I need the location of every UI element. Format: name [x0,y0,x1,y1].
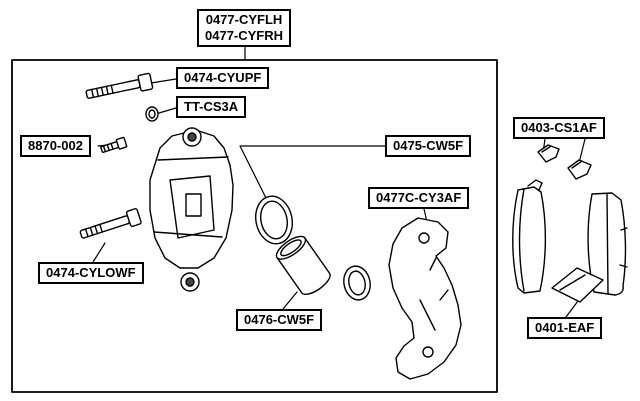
part-label-pad-kit: 0401-EAF [527,317,603,339]
part-label-assembly: 0477-CYFLH 0477-CYFRH [197,9,292,47]
assembly-label-line1: 0477-CYFLH [205,12,283,27]
bushing-drawing [145,106,159,122]
piston-seal-drawing [254,195,294,245]
part-label-bushing: TT-CS3A [176,96,247,118]
pad-clip-drawing [537,144,592,180]
part-label-piston-seal: 0475-CW5F [385,135,472,157]
lower-guide-pin-drawing [79,208,142,239]
bleeder-screw-drawing [100,136,128,154]
part-label-caliper-bracket: 0477C-CY3AF [368,187,470,209]
piston-boot-drawing [343,265,371,301]
diagram-border [11,59,498,393]
caliper-body-drawing [149,127,234,292]
part-label-bleeder: 8870-002 [20,135,91,157]
piston-drawing [275,235,331,296]
brake-pad-right-drawing [587,192,628,296]
part-label-upper-guide-pin: 0474-CYUPF [176,67,270,89]
brake-pad-left-drawing [512,179,547,294]
pad-shim-drawing [551,267,604,303]
part-label-piston: 0476-CW5F [236,309,323,331]
assembly-label-line2: 0477-CYFRH [205,28,284,43]
part-label-clip-kit: 0403-CS1AF [513,117,605,139]
caliper-bracket-drawing [388,217,462,380]
part-label-lower-guide-pin: 0474-CYLOWF [38,262,144,284]
upper-guide-pin-drawing [85,72,154,99]
